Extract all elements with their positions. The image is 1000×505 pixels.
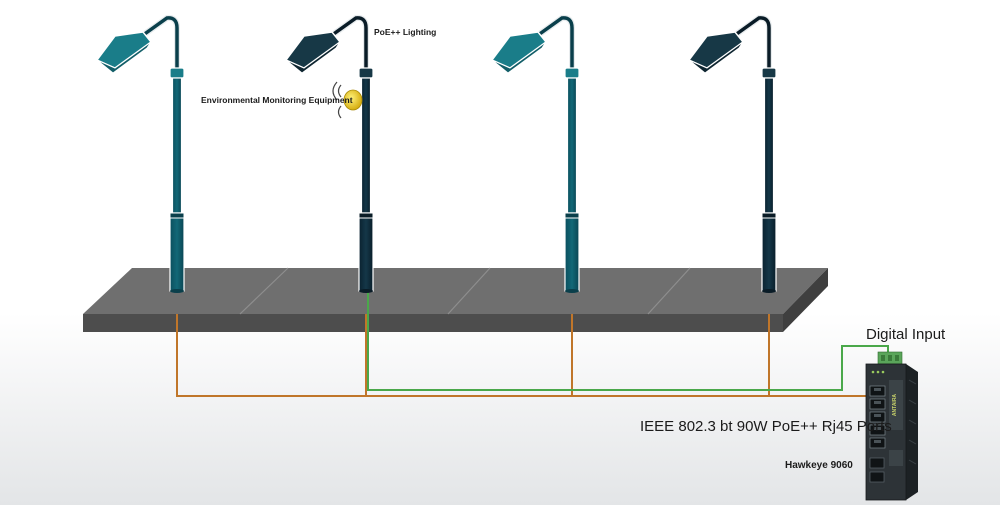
orange-cable [176,314,880,397]
pole-3 [490,14,580,293]
poe-ports-label: IEEE 802.3 bt 90W PoE++ Rj45 Ports [640,418,892,435]
pole-1 [95,14,185,293]
cables [176,100,889,397]
device-logo: ANTAIRA [892,394,898,417]
pole-4 [687,14,777,293]
environmental-sensor-icon [332,81,363,119]
pole-2 [284,14,374,293]
device-name-label: Hawkeye 9060 [785,460,853,471]
street-poles [95,14,777,293]
digital-input-label: Digital Input [866,326,946,343]
poe-lighting-label: PoE++ Lighting [374,27,437,37]
environmental-monitoring-label: Environmental Monitoring Equipment [201,95,353,105]
hawkeye-switch-device: ANTAIRA [865,351,918,501]
rj45-ports [869,385,886,449]
sidewalk-platform [83,267,828,332]
green-cable [367,100,889,391]
